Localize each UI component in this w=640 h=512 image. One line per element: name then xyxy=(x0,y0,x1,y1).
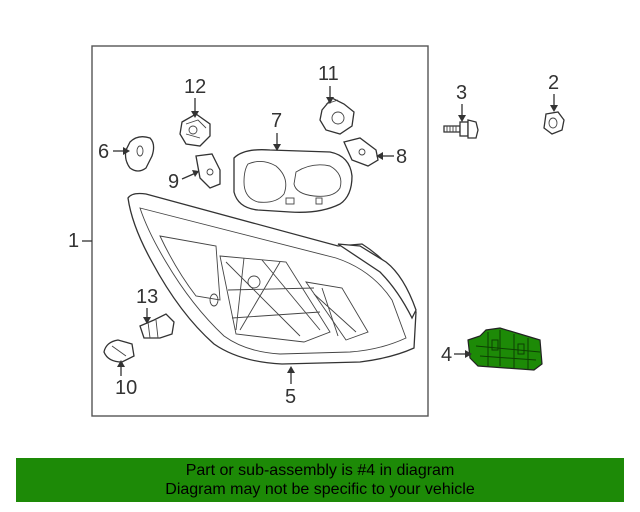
callout-3: 3 xyxy=(456,82,467,104)
callout-10: 10 xyxy=(115,377,137,399)
part-12-socket[interactable] xyxy=(179,113,211,147)
callout-1: 1 xyxy=(68,230,79,252)
callout-7: 7 xyxy=(271,110,282,132)
arrow-7 xyxy=(273,144,281,151)
callout-4: 4 xyxy=(441,344,452,366)
part-11-socket[interactable] xyxy=(319,97,355,135)
callout-12: 12 xyxy=(184,76,206,98)
part-9-clip[interactable] xyxy=(195,153,221,189)
part-8-clip[interactable] xyxy=(343,137,379,167)
part-2-nut[interactable] xyxy=(543,111,565,135)
arrow-11 xyxy=(326,97,334,104)
callout-5: 5 xyxy=(285,386,296,408)
callout-6: 6 xyxy=(98,141,109,163)
callout-2: 2 xyxy=(548,72,559,94)
banner-line-1: Part or sub-assembly is #4 in diagram xyxy=(185,462,455,479)
part-6-pad[interactable] xyxy=(124,136,155,172)
callout-11: 11 xyxy=(318,63,339,85)
part-7-gasket[interactable] xyxy=(233,149,353,213)
part-13-bulb[interactable] xyxy=(139,313,175,339)
part-5-lamp-assembly[interactable] xyxy=(127,192,417,365)
callout-13: 13 xyxy=(136,286,158,308)
banner-line-2: Diagram may not be specific to your vehi… xyxy=(165,481,475,498)
part-3-screw[interactable] xyxy=(443,119,479,139)
part-10-bulb[interactable] xyxy=(103,339,135,363)
arrow-6 xyxy=(123,147,130,155)
info-banner: Part or sub-assembly is #4 in diagram Di… xyxy=(16,458,624,502)
callout-9: 9 xyxy=(168,171,179,193)
part-4-bracket-highlighted[interactable] xyxy=(467,327,543,371)
parts-diagram: 1 12 6 9 7 11 xyxy=(68,45,565,417)
assembly-frame xyxy=(91,45,429,417)
arrow-5 xyxy=(287,366,295,373)
arrow-4 xyxy=(465,350,472,358)
arrow-12 xyxy=(191,111,199,118)
arrow-9 xyxy=(192,170,199,177)
callout-8: 8 xyxy=(396,146,407,168)
arrow-3 xyxy=(458,115,466,122)
arrow-8 xyxy=(376,152,383,160)
arrow-2 xyxy=(550,105,558,112)
arrow-13 xyxy=(143,317,151,324)
arrow-10 xyxy=(117,360,125,367)
